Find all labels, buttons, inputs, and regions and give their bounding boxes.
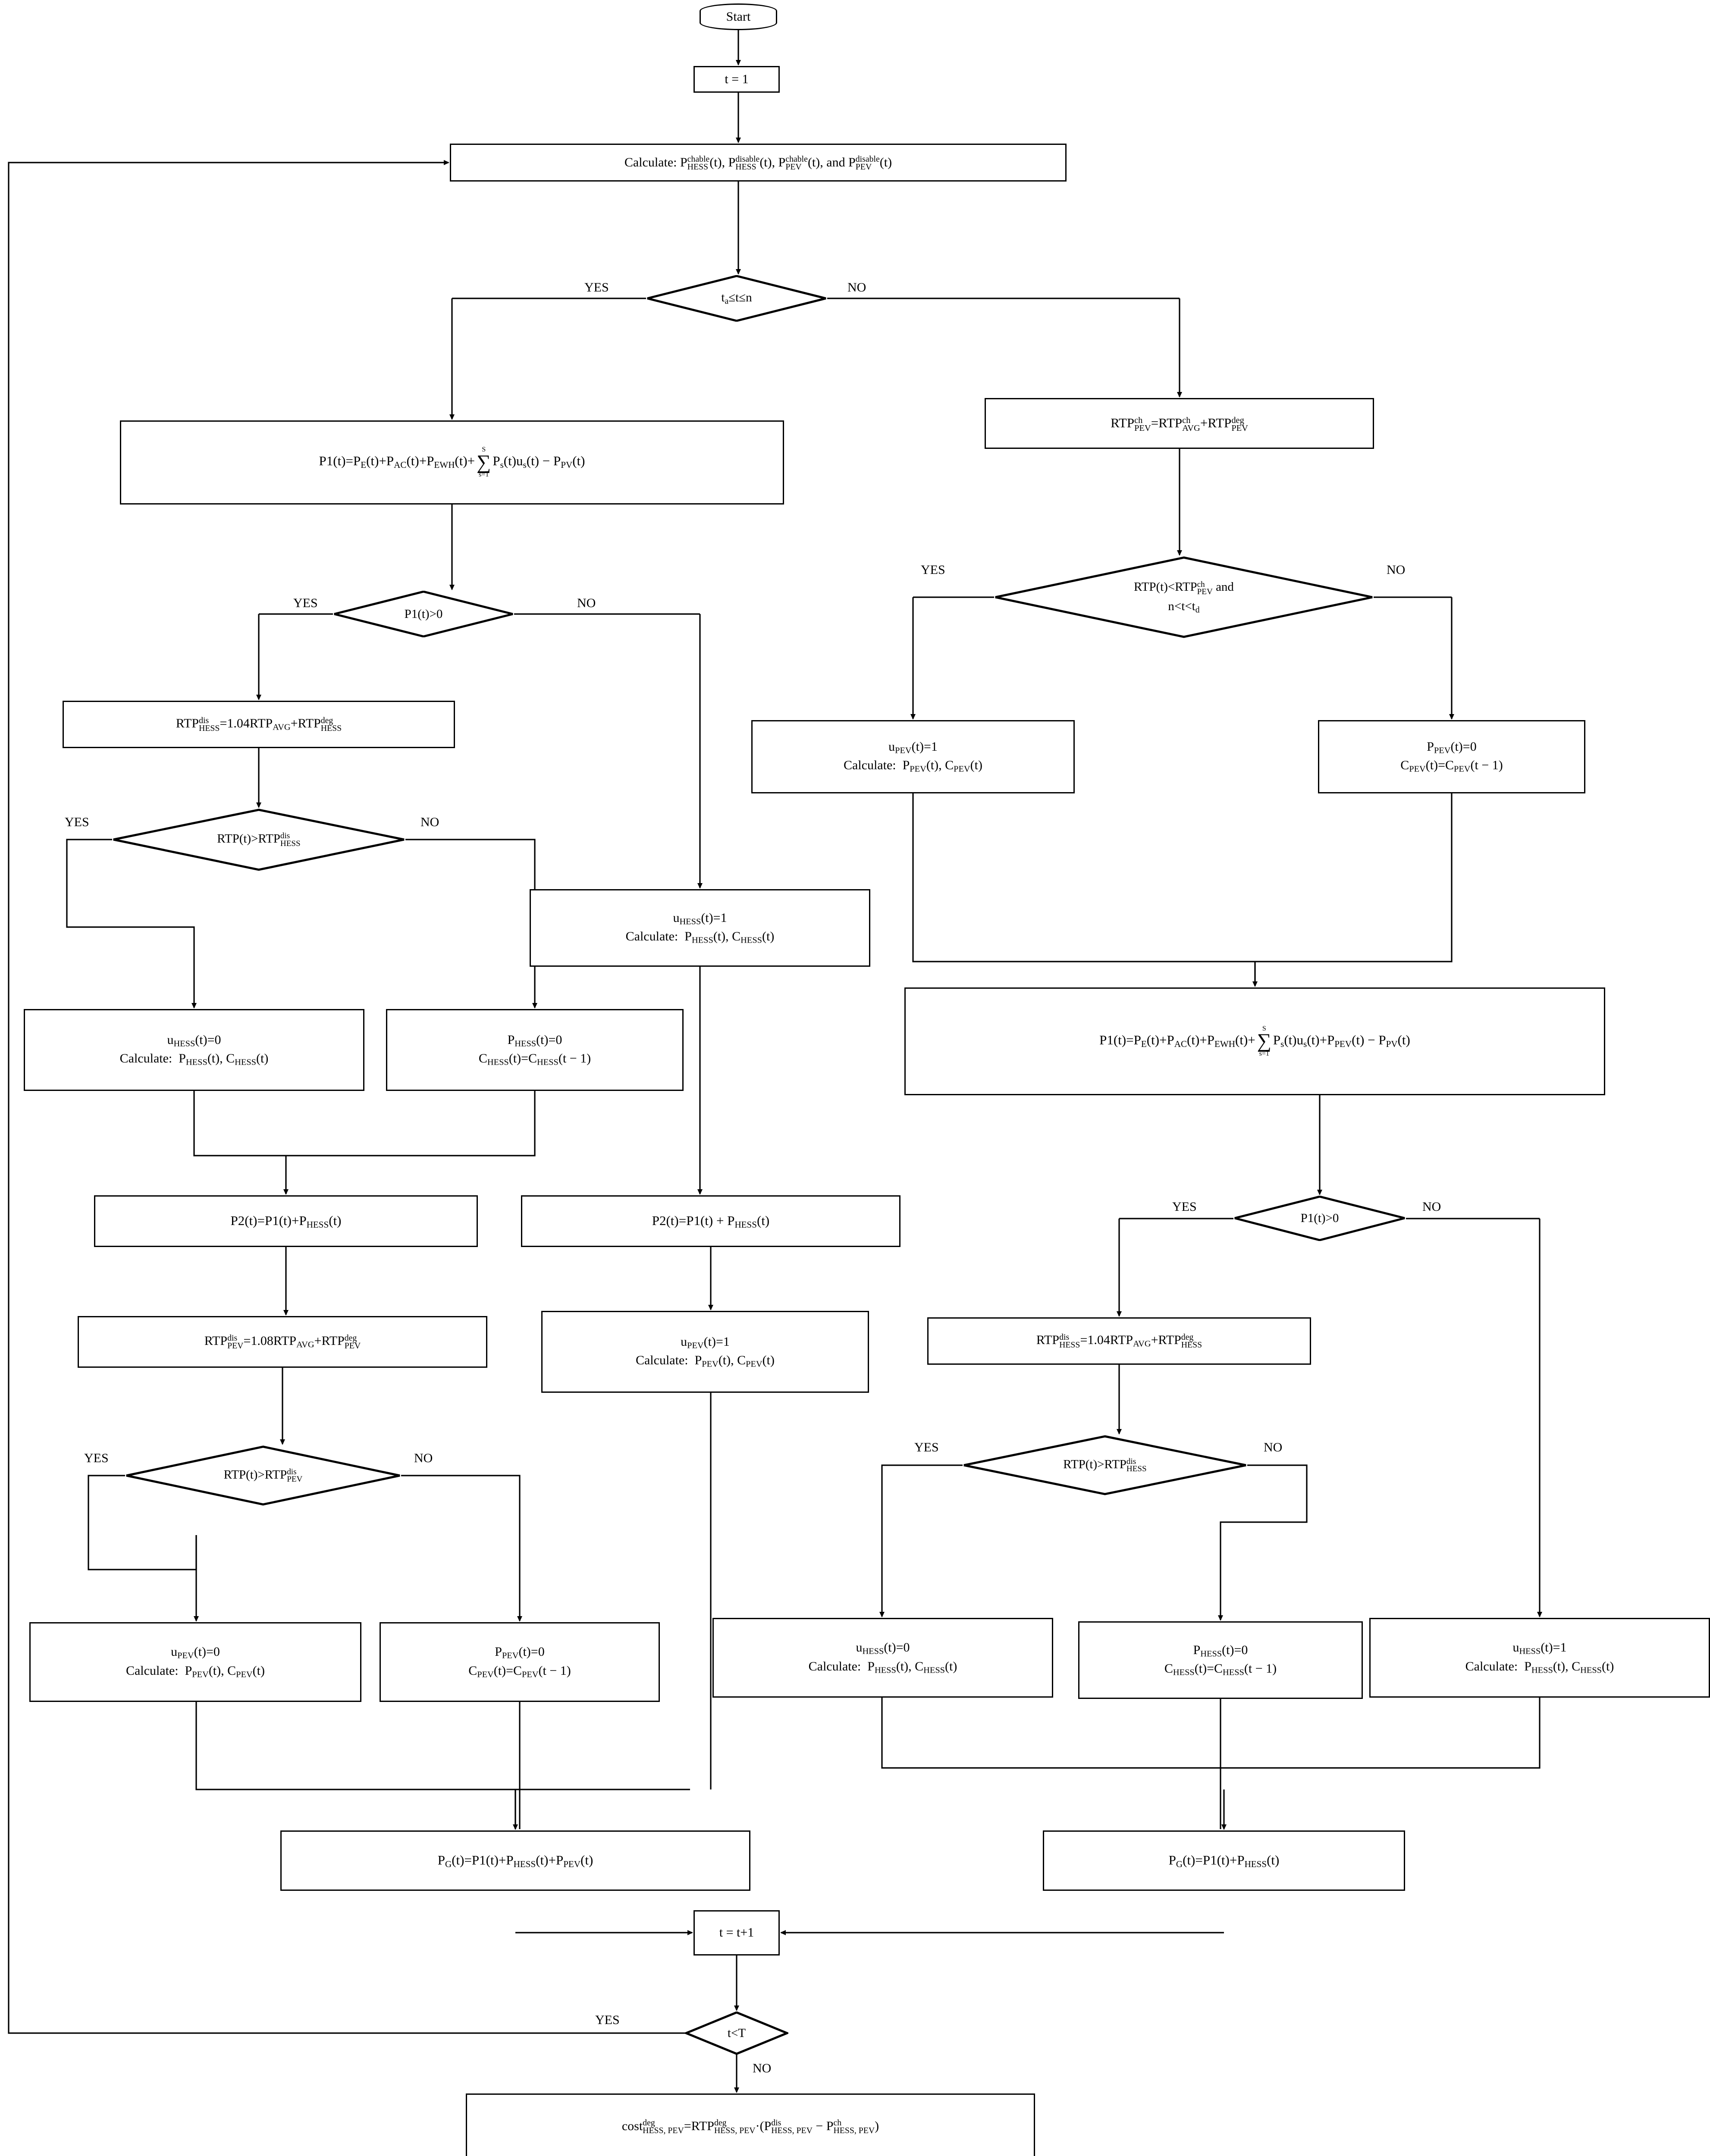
- node-decision-ta-label: ta≤t≤n: [721, 290, 752, 306]
- node-pev-on-2[interactable]: uPEV(t)=1 Calculate: PPEV(t), CPEV(t): [541, 1311, 869, 1393]
- node-start[interactable]: Start: [700, 3, 777, 30]
- node-pev-hold-1[interactable]: PPEV(t)=0 CPEV(t)=CPEV(t − 1): [1318, 720, 1585, 793]
- node-hess-off-2[interactable]: uHESS(t)=0 Calculate: PHESS(t), CHESS(t): [712, 1618, 1053, 1698]
- edge-label-yes-rtp-pev: YES: [921, 563, 945, 577]
- edge-label-no-rtp-pev: NO: [1387, 563, 1406, 577]
- edge-label-yes-rtp-pev-dis: YES: [84, 1451, 109, 1465]
- edge-label-yes-p1-right: YES: [1172, 1200, 1197, 1214]
- node-decision-t-lt-T[interactable]: t<T: [685, 2012, 788, 2055]
- node-p2-left-label: P2(t)=P1(t)+PHESS(t): [230, 1213, 342, 1230]
- node-decision-rtp-pev-line2: n<t<td: [1168, 599, 1200, 615]
- edge-label-yes-p1-left: YES: [293, 596, 318, 610]
- node-pev-off-line1: uPEV(t)=0: [171, 1645, 220, 1661]
- node-p2-mid-label: P2(t)=P1(t) + PHESS(t): [652, 1213, 770, 1230]
- node-decision-p1-right[interactable]: P1(t)>0: [1233, 1196, 1406, 1241]
- node-pg-right[interactable]: PG(t)=P1(t)+PHESS(t): [1043, 1830, 1405, 1891]
- node-t-increment-label: t = t+1: [719, 1925, 754, 1940]
- node-t-init-label: t = 1: [725, 72, 749, 86]
- edge-label-no-rtp-hess-2: NO: [1264, 1440, 1283, 1454]
- node-hess-on-mid[interactable]: uHESS(t)=1 Calculate: PHESS(t), CHESS(t): [530, 889, 870, 967]
- node-pev-on-1-line2: Calculate: PPEV(t), CPEV(t): [843, 758, 982, 774]
- edge-label-yes-rtp-hess-1: YES: [65, 815, 89, 829]
- node-p2-mid[interactable]: P2(t)=P1(t) + PHESS(t): [521, 1195, 900, 1247]
- node-hess-hold-2-line2: CHESS(t)=CHESS(t − 1): [1164, 1661, 1277, 1677]
- node-pev-hold-1-line2: CPEV(t)=CPEV(t − 1): [1400, 758, 1503, 774]
- node-t-init[interactable]: t = 1: [693, 66, 780, 93]
- node-hess-off-1-line2: Calculate: PHESS(t), CHESS(t): [119, 1051, 269, 1067]
- node-start-label: Start: [726, 9, 751, 24]
- node-pev-on-2-line2: Calculate: PPEV(t), CPEV(t): [635, 1353, 775, 1369]
- node-p2-left[interactable]: P2(t)=P1(t)+PHESS(t): [94, 1195, 478, 1247]
- node-hess-on-mid-line2: Calculate: PHESS(t), CHESS(t): [625, 929, 775, 945]
- node-hess-on-2-line1: uHESS(t)=1: [1512, 1640, 1567, 1656]
- node-hess-off-2-line2: Calculate: PHESS(t), CHESS(t): [808, 1659, 957, 1675]
- node-decision-t-lt-T-label: t<T: [727, 2026, 746, 2040]
- node-pev-hold-2-line1: PPEV(t)=0: [495, 1645, 545, 1661]
- node-pev-on-1-line1: uPEV(t)=1: [888, 739, 938, 755]
- edge-label-yes-rtp-hess-2: YES: [914, 1440, 939, 1454]
- edge-label-no-rtp-pev-dis: NO: [414, 1451, 433, 1465]
- node-pg-right-label: PG(t)=P1(t)+PHESS(t): [1168, 1852, 1280, 1869]
- node-hess-off-1-line1: uHESS(t)=0: [167, 1032, 221, 1049]
- node-hess-hold-2[interactable]: PHESS(t)=0 CHESS(t)=CHESS(t − 1): [1078, 1621, 1363, 1699]
- edge-label-no-rtp-hess-1: NO: [420, 815, 439, 829]
- node-pev-off-line2: Calculate: PPEV(t), CPEV(t): [126, 1663, 265, 1680]
- node-pev-hold-2[interactable]: PPEV(t)=0 CPEV(t)=CPEV(t − 1): [380, 1622, 660, 1702]
- node-t-increment[interactable]: t = t+1: [693, 1910, 780, 1955]
- node-pg-left[interactable]: PG(t)=P1(t)+PHESS(t)+PPEV(t): [280, 1830, 750, 1891]
- node-decision-ta[interactable]: ta≤t≤n: [646, 275, 827, 322]
- node-hess-off-2-line1: uHESS(t)=0: [856, 1640, 910, 1656]
- node-decision-p1-left-label: P1(t)>0: [404, 607, 443, 621]
- node-pev-hold-2-line2: CPEV(t)=CPEV(t − 1): [468, 1663, 571, 1680]
- node-decision-p1-left[interactable]: P1(t)>0: [333, 591, 514, 637]
- node-pev-off[interactable]: uPEV(t)=0 Calculate: PPEV(t), CPEV(t): [29, 1622, 361, 1702]
- node-pev-on-1[interactable]: uPEV(t)=1 Calculate: PPEV(t), CPEV(t): [751, 720, 1075, 793]
- node-hess-hold-1[interactable]: PHESS(t)=0 CHESS(t)=CHESS(t − 1): [386, 1009, 684, 1091]
- node-hess-hold-1-line1: PHESS(t)=0: [507, 1032, 562, 1049]
- node-pev-hold-1-line1: PPEV(t)=0: [1427, 739, 1477, 755]
- node-decision-p1-right-label: P1(t)>0: [1300, 1211, 1339, 1225]
- node-hess-on-2-line2: Calculate: PHESS(t), CHESS(t): [1465, 1659, 1614, 1675]
- edge-label-yes-ta: YES: [584, 280, 609, 295]
- node-hess-hold-2-line1: PHESS(t)=0: [1193, 1642, 1248, 1659]
- edge-label-yes-t-lt-T: YES: [595, 2013, 620, 2027]
- node-pev-on-2-line1: uPEV(t)=1: [681, 1334, 730, 1351]
- node-hess-off-1[interactable]: uHESS(t)=0 Calculate: PHESS(t), CHESS(t): [24, 1009, 364, 1091]
- edge-label-no-t-lt-T: NO: [753, 2061, 772, 2075]
- node-hess-on-2[interactable]: uHESS(t)=1 Calculate: PHESS(t), CHESS(t): [1369, 1618, 1710, 1698]
- edge-label-no-ta: NO: [847, 280, 866, 295]
- node-pg-left-label: PG(t)=P1(t)+PHESS(t)+PPEV(t): [437, 1852, 593, 1869]
- edge-label-no-p1-left: NO: [577, 596, 596, 610]
- edge-label-no-p1-right: NO: [1422, 1200, 1441, 1214]
- node-hess-on-mid-line1: uHESS(t)=1: [673, 910, 727, 927]
- node-hess-hold-1-line2: CHESS(t)=CHESS(t − 1): [478, 1051, 591, 1067]
